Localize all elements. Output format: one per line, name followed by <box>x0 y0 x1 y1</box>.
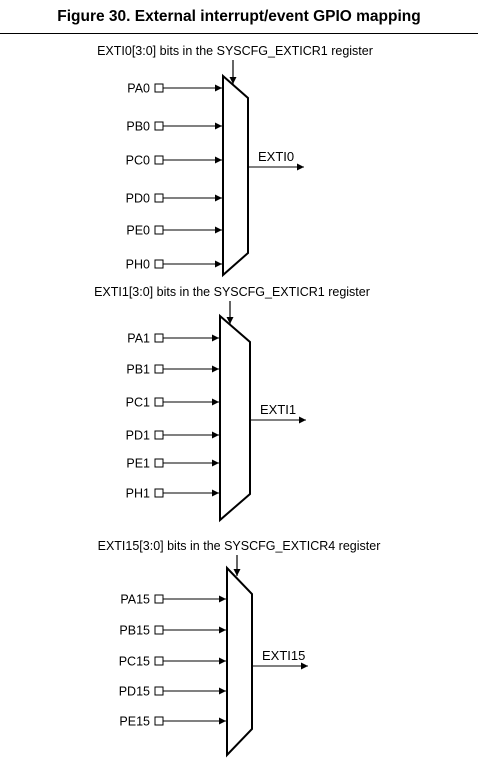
input-pin-square <box>154 458 164 468</box>
input-pin-square <box>154 656 164 666</box>
mux-block-exti15: EXTI15[3:0] bits in the SYSCFG_EXTICR4 r… <box>98 539 381 758</box>
multiplexer-shape <box>219 313 251 523</box>
input-pin-square <box>154 333 164 343</box>
input-pin-square <box>154 397 164 407</box>
input-label-pc1: PC1 <box>126 396 150 410</box>
multiplexer-shape <box>222 73 249 278</box>
input-pin-square <box>154 225 164 235</box>
mux-block-exti1: EXTI1[3:0] bits in the SYSCFG_EXTICR1 re… <box>94 285 370 523</box>
input-pin-square <box>154 193 164 203</box>
title-rule <box>0 33 478 34</box>
register-label: EXTI0[3:0] bits in the SYSCFG_EXTICR1 re… <box>97 44 373 58</box>
input-label-ph0: PH0 <box>126 258 150 272</box>
input-label-pe0: PE0 <box>126 224 150 238</box>
multiplexer-shape <box>226 565 253 758</box>
input-label-pd15: PD15 <box>119 685 150 699</box>
input-label-pe1: PE1 <box>126 457 150 471</box>
input-label-pb15: PB15 <box>119 624 150 638</box>
input-label-pa1: PA1 <box>127 332 150 346</box>
input-label-pd1: PD1 <box>126 429 150 443</box>
input-label-pc15: PC15 <box>119 655 150 669</box>
input-label-pc0: PC0 <box>126 154 150 168</box>
register-label: EXTI15[3:0] bits in the SYSCFG_EXTICR4 r… <box>98 539 381 553</box>
output-label-exti1: EXTI1 <box>260 402 296 417</box>
input-pin-square <box>154 625 164 635</box>
input-label-pb0: PB0 <box>126 120 150 134</box>
input-pin-square <box>154 121 164 131</box>
input-pin-square <box>154 594 164 604</box>
input-pin-square <box>154 686 164 696</box>
figure-title: Figure 30. External interrupt/event GPIO… <box>57 8 421 25</box>
input-label-pd0: PD0 <box>126 192 150 206</box>
input-pin-square <box>154 259 164 269</box>
input-pin-square <box>154 430 164 440</box>
input-pin-square <box>154 83 164 93</box>
input-label-pb1: PB1 <box>126 363 150 377</box>
input-label-pe15: PE15 <box>119 715 150 729</box>
input-pin-square <box>154 364 164 374</box>
register-label: EXTI1[3:0] bits in the SYSCFG_EXTICR1 re… <box>94 285 370 299</box>
input-label-pa0: PA0 <box>127 82 150 96</box>
input-pin-square <box>154 155 164 165</box>
output-label-exti0: EXTI0 <box>258 149 294 164</box>
input-label-pa15: PA15 <box>120 593 150 607</box>
output-label-exti15: EXTI15 <box>262 648 305 663</box>
input-label-ph1: PH1 <box>126 487 150 501</box>
mux-block-exti0: EXTI0[3:0] bits in the SYSCFG_EXTICR1 re… <box>97 44 373 278</box>
input-pin-square <box>154 716 164 726</box>
input-pin-square <box>154 488 164 498</box>
